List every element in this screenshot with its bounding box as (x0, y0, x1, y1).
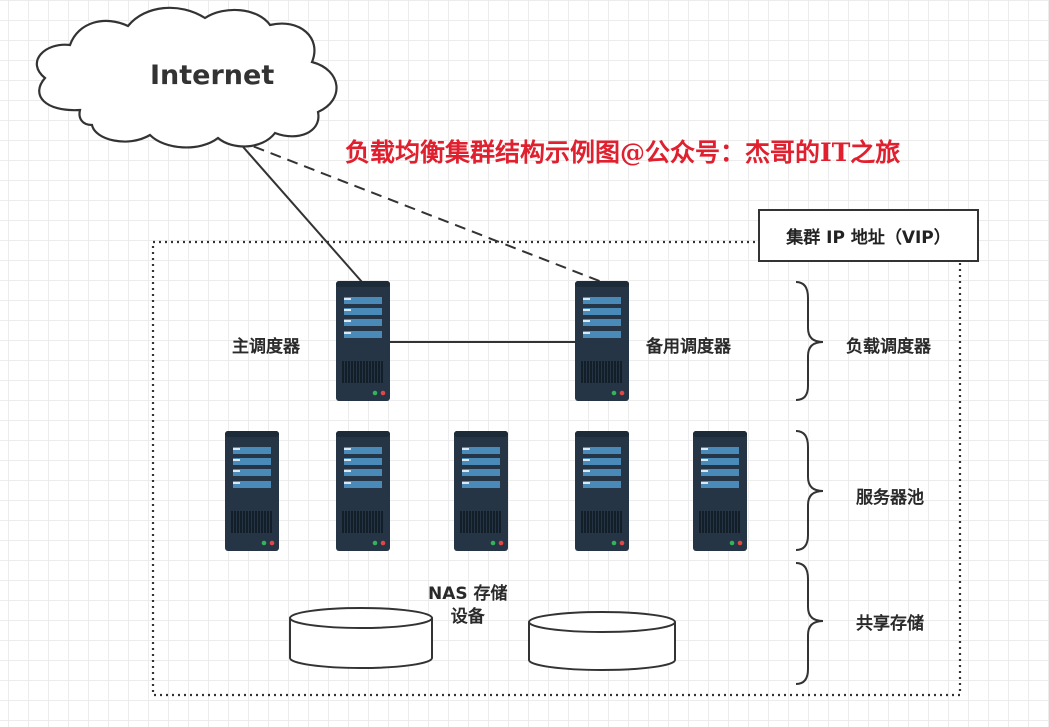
shared-storage-brace (795, 562, 824, 685)
diagram-title: 负载均衡集群结构示例图@公众号：杰哥的IT之旅 (345, 138, 901, 167)
shared-storage-group-label: 共享存储 (856, 614, 924, 634)
vip-label: 集群 IP 地址（VIP） (786, 228, 951, 248)
nas-label-line2: 设备 (450, 607, 485, 627)
pool-server-icon-3 (453, 430, 509, 552)
cluster-boundary (151, 240, 962, 697)
main-scheduler-server-icon (335, 280, 391, 402)
internet-label: Internet (150, 60, 275, 91)
load-balancer-group-label: 负载调度器 (846, 337, 931, 357)
server-pool-group-label: 服务器池 (856, 488, 924, 508)
internet-to-main-line (236, 139, 363, 283)
internet-cloud (35, 6, 338, 149)
vip-box: 集群 IP 地址（VIP） (758, 209, 979, 262)
backup-scheduler-label: 备用调度器 (646, 337, 731, 357)
nas-device-label: NAS 存储 设备 (428, 583, 508, 629)
storage-disk-icon-1 (289, 607, 433, 669)
nas-label-line1: NAS 存储 (428, 584, 508, 604)
server-pool-brace (795, 430, 824, 551)
backup-scheduler-server-icon (574, 280, 630, 402)
internet-to-backup-dashed-line (236, 139, 603, 283)
pool-server-icon-4 (574, 430, 630, 552)
pool-server-icon-1 (224, 430, 280, 552)
load-balancer-brace (795, 281, 824, 401)
pool-server-icon-2 (335, 430, 391, 552)
main-scheduler-label: 主调度器 (232, 337, 300, 357)
pool-server-icon-5 (692, 430, 748, 552)
storage-disk-icon-2 (528, 611, 676, 671)
